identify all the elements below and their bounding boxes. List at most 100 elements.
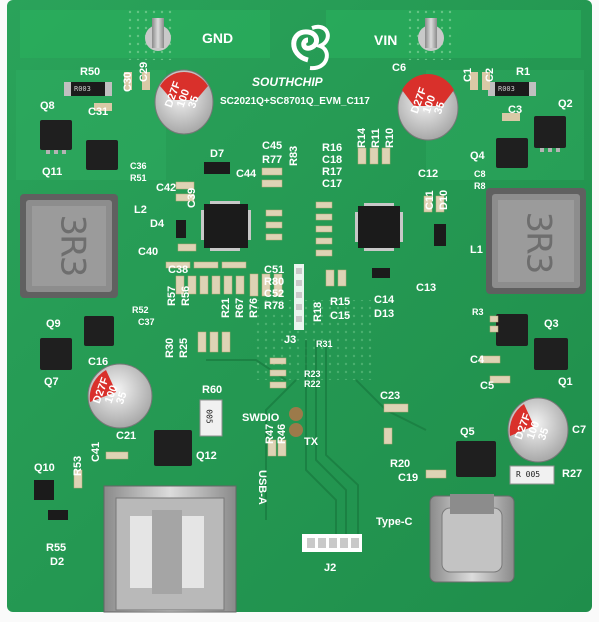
designator: R47 [264, 423, 276, 444]
swdio-label: SWDIO [242, 412, 280, 424]
designator: R16 [322, 142, 343, 154]
designator: D7 [210, 148, 225, 160]
designator: C17 [322, 178, 343, 190]
designator: R25 [178, 337, 190, 358]
designator: C8 [474, 169, 486, 179]
designator: C52 [264, 288, 285, 300]
designator: C31 [88, 106, 109, 118]
designator: R46 [276, 423, 288, 444]
designator: R57 [166, 285, 178, 306]
designator: C5 [480, 380, 495, 392]
designator: R27 [562, 468, 583, 480]
designator: Q3 [544, 318, 559, 330]
designator: C37 [138, 317, 155, 327]
designator: R8 [474, 181, 486, 191]
designator: C19 [398, 472, 419, 484]
designator: C4 [470, 354, 485, 366]
designator: Q10 [34, 462, 55, 474]
designator: R51 [130, 173, 147, 183]
designator: R56 [180, 285, 192, 306]
designator: R67 [234, 297, 246, 318]
designator: C29 [138, 61, 150, 82]
gnd-label: GND [202, 30, 234, 46]
designator: R21 [220, 297, 232, 318]
designator: R18 [312, 301, 324, 322]
designator: C40 [138, 246, 159, 258]
designator: C44 [236, 168, 257, 180]
r1-marking: R003 [498, 85, 515, 93]
type-c-label: Type-C [376, 516, 413, 528]
designator: C39 [186, 187, 198, 208]
designator: C15 [330, 310, 351, 322]
designator: C45 [262, 140, 283, 152]
designator: C14 [374, 294, 395, 306]
designator: R52 [132, 305, 149, 315]
designator: C51 [264, 264, 285, 276]
vin-label: VIN [374, 32, 398, 48]
designator: L2 [134, 204, 147, 216]
designator: Q2 [558, 98, 573, 110]
designator: C7 [572, 424, 587, 436]
designator: R22 [304, 379, 321, 389]
designator: C1 [462, 67, 474, 82]
designator: C30 [122, 71, 134, 92]
designator: C2 [484, 67, 496, 82]
designator: Q1 [558, 376, 573, 388]
designator: R20 [390, 458, 411, 470]
designator: Q11 [42, 166, 63, 178]
designator: R55 [46, 542, 67, 554]
designator: D4 [150, 218, 165, 230]
designator: R80 [264, 276, 285, 288]
designator: R77 [262, 154, 283, 166]
designator: Q4 [470, 150, 485, 162]
inductor-l1-marking: 3R3 [518, 211, 559, 273]
inductor-l2-marking: 3R3 [52, 214, 93, 276]
designator: R1 [516, 66, 531, 78]
designator: R78 [264, 300, 285, 312]
designator: R30 [164, 337, 176, 358]
designator: Q9 [46, 318, 61, 330]
j3-label: J3 [284, 334, 297, 346]
designator: R76 [248, 297, 260, 318]
designator: R14 [356, 127, 368, 148]
designator: C11 [424, 190, 436, 210]
designator: Q12 [196, 450, 217, 462]
designator: Q8 [40, 100, 55, 112]
designator: D10 [438, 189, 450, 210]
tx-label: TX [304, 436, 319, 448]
designator: Q5 [460, 426, 475, 438]
designator: C23 [380, 390, 401, 402]
designator: C38 [168, 264, 189, 276]
designator: D2 [50, 556, 65, 568]
designator: R17 [322, 166, 343, 178]
designator: C18 [322, 154, 343, 166]
designator: R53 [72, 455, 84, 476]
designator: D13 [374, 308, 395, 320]
designator: R11 [370, 128, 382, 148]
r60-marking: 005 [204, 409, 214, 424]
designator: C13 [416, 282, 437, 294]
usb-a-label: USB-A [256, 470, 268, 505]
designator: R50 [80, 66, 101, 78]
designator: C41 [90, 441, 102, 462]
r50-marking: R003 [74, 85, 91, 93]
designator: Q7 [44, 376, 59, 388]
designator: R10 [384, 127, 396, 148]
designator: C6 [392, 62, 407, 74]
designator: C21 [116, 430, 137, 442]
designator: R3 [472, 307, 484, 317]
designator: R15 [330, 296, 351, 308]
designator: C12 [418, 168, 439, 180]
designator: C42 [156, 182, 177, 194]
designator: R83 [288, 145, 300, 166]
j2-label: J2 [324, 562, 337, 574]
designator: L1 [470, 244, 483, 256]
designator: R60 [202, 384, 223, 396]
designator: C3 [508, 104, 523, 116]
designator: R23 [304, 369, 321, 379]
